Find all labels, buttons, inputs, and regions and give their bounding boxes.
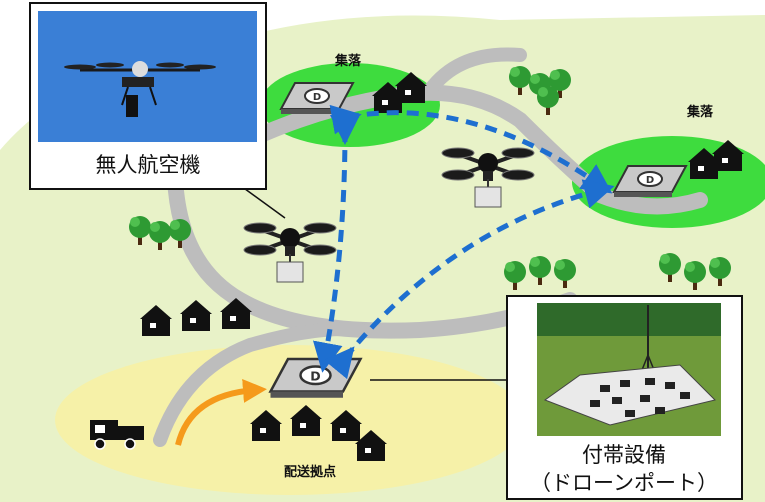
port-callout-title: 付帯設備 bbox=[582, 443, 666, 467]
road-north bbox=[423, 47, 527, 97]
port-callout-subtitle: （ドローンポート） bbox=[530, 471, 718, 495]
drone-photo-subject bbox=[64, 61, 216, 117]
truck-arrow bbox=[175, 378, 267, 446]
delivery-base-label: 配送拠点 bbox=[284, 464, 336, 480]
village-label-right: 集落 bbox=[686, 104, 714, 120]
village-label-left: 集落 bbox=[334, 53, 362, 69]
port-callout: 付帯設備 （ドローンポート） bbox=[370, 295, 743, 500]
delivery-truck-icon bbox=[90, 420, 144, 450]
port-photo-trees bbox=[537, 303, 721, 336]
route-arrow-base-right bbox=[323, 179, 615, 380]
route-arrow-villages bbox=[329, 104, 613, 194]
drone-callout-title: 無人航空機 bbox=[96, 153, 201, 177]
delivery-base-area bbox=[55, 345, 525, 495]
drone-callout: 無人航空機 bbox=[29, 2, 286, 219]
drone-photo bbox=[38, 11, 257, 142]
tree-cluster-left bbox=[129, 216, 191, 250]
